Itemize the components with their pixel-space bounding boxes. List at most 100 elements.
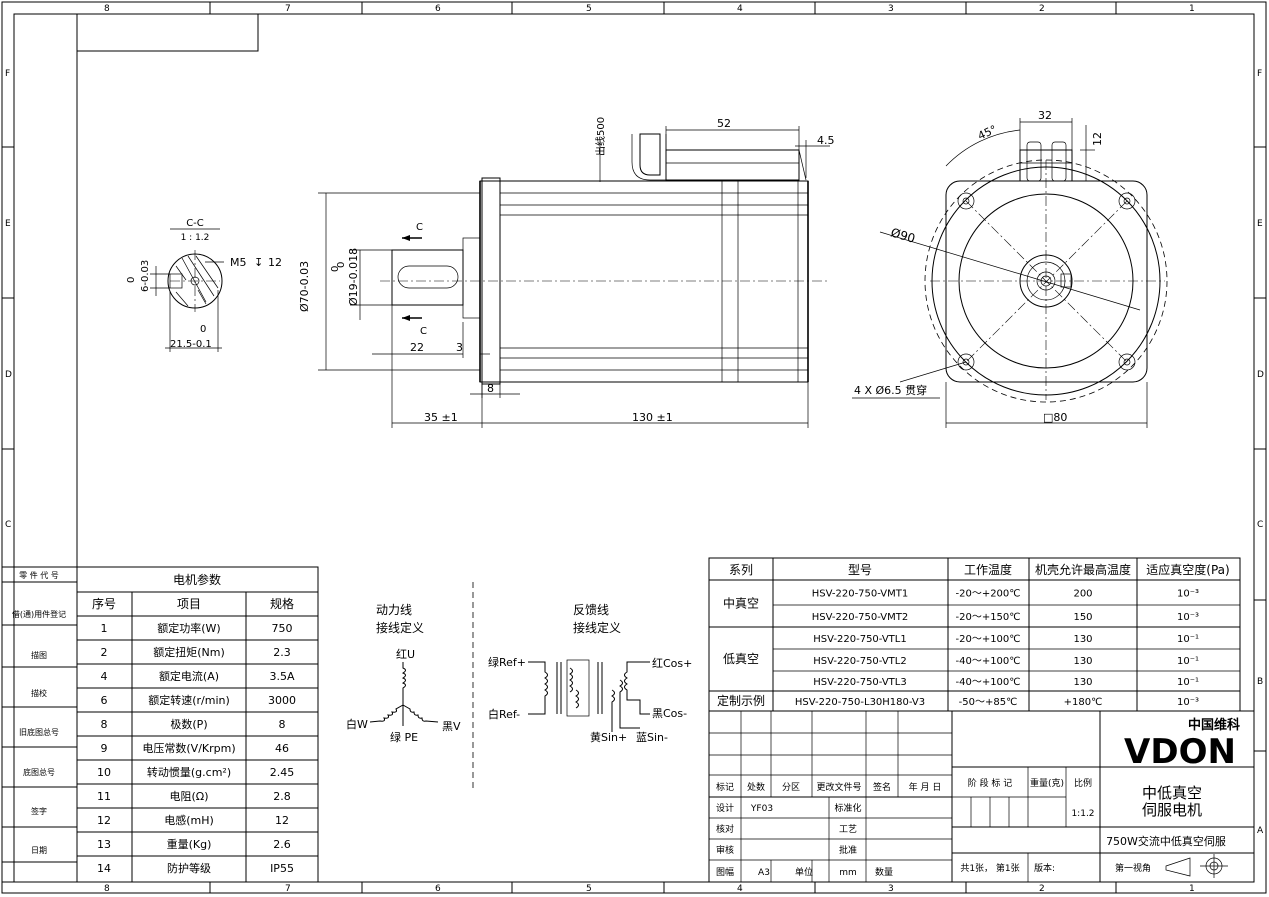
tb-ratio: 比例 — [1074, 777, 1092, 789]
params-cell-spec: 2.6 — [273, 838, 291, 851]
tb-qty-label: 数量 — [875, 866, 893, 878]
dim-4-5: 4.5 — [817, 134, 835, 147]
thread-label: M5 — [230, 256, 247, 269]
model-series-cell: 中真空 — [723, 596, 759, 611]
zone-left-F: F — [5, 69, 10, 79]
tb-stage: 阶 段 标 记 — [968, 777, 1013, 789]
zone-left-C: C — [5, 520, 11, 530]
params-cell-no: 2 — [101, 646, 108, 659]
strip-date: 日期 — [31, 846, 47, 855]
dim-12: 12 — [1091, 132, 1104, 146]
params-header-no: 序号 — [92, 596, 116, 611]
params-cell-spec: 2.3 — [273, 646, 291, 659]
width-tol: 21.5-0.1 — [170, 339, 212, 350]
params-cell-no: 10 — [97, 766, 111, 779]
params-cell-spec: 12 — [275, 814, 289, 827]
section-mark-bottom: C — [420, 326, 427, 337]
power-sub: 接线定义 — [376, 620, 424, 635]
tb-count: 处数 — [747, 781, 765, 793]
model-type-cell: HSV-220-750-VMT1 — [812, 589, 908, 600]
cable-length-label: 出线500 — [594, 117, 607, 156]
wire-sin-minus: 蓝Sin- — [636, 731, 668, 744]
tb-review: 审核 — [716, 844, 734, 856]
model-header-cell: 适应真空度(Pa) — [1146, 562, 1229, 577]
tb-sign: 签名 — [873, 781, 891, 793]
params-cell-item: 额定转速(r/min) — [148, 693, 230, 707]
params-cell-item: 电阻(Ω) — [170, 790, 209, 803]
feedback-sub: 接线定义 — [573, 620, 621, 635]
params-cell-no: 9 — [101, 742, 108, 755]
params-cell-item: 额定电流(A) — [159, 669, 219, 683]
wiring-diagrams: 动力线 接线定义 红U 白W 黑V 绿 PE 反馈线 接线定义 绿Ref+ 白R… — [346, 582, 692, 788]
model-type-cell: HSV-220-750-VMT2 — [812, 612, 908, 623]
dim-52: 52 — [717, 117, 731, 130]
zone-top-6: 6 — [435, 4, 441, 14]
model-header-cell: 型号 — [848, 563, 872, 577]
model-type-cell: HSV-220-750-VTL1 — [813, 634, 906, 645]
zone-bottom-1: 1 — [1189, 884, 1195, 894]
zone-top-4: 4 — [737, 4, 743, 14]
strip-borrow-register: 借(通)用件登记 — [12, 609, 66, 619]
zone-top-2: 2 — [1039, 4, 1045, 14]
zone-bottom-5: 5 — [586, 884, 592, 894]
side-view: 出线500 52 4.5 C C — [298, 117, 835, 428]
zone-right-C: C — [1257, 520, 1263, 530]
params-cell-no: 4 — [101, 670, 108, 683]
wire-w: 白W — [346, 717, 368, 731]
zone-top-7: 7 — [285, 4, 291, 14]
model-table — [708, 557, 1241, 712]
params-cell-spec: 2.45 — [270, 766, 295, 779]
tb-change-doc: 更改文件号 — [816, 781, 861, 793]
params-cell-spec: 46 — [275, 742, 289, 755]
params-cell-item: 极数(P) — [170, 717, 207, 731]
strip-part-code: 零 件 代 号 — [19, 570, 59, 580]
model-header-cell: 工作温度 — [964, 562, 1012, 577]
params-title: 电机参数 — [173, 572, 221, 587]
tb-check: 核对 — [716, 823, 734, 835]
strip-base-no: 底图总号 — [23, 767, 55, 777]
dim-phi70: Ø70-0.03 — [298, 261, 311, 312]
wire-cos-minus: 黑Cos- — [652, 707, 687, 720]
params-cell-no: 1 — [101, 622, 108, 635]
width-tol-top: 0 — [200, 324, 206, 335]
zone-right-F: F — [1257, 69, 1262, 79]
params-cell-spec: IP55 — [270, 862, 294, 875]
tb-unit-label: 单位 — [795, 866, 813, 878]
params-cell-item: 转动惯量(g.cm²) — [147, 765, 231, 779]
tb-unit: mm — [839, 868, 857, 878]
zone-bottom-7: 7 — [285, 884, 291, 894]
model-custom-cell: -50～+85℃ — [959, 697, 1018, 708]
zone-left-E: E — [5, 219, 11, 229]
zone-right-D: D — [1257, 370, 1264, 380]
wire-pe: 绿 PE — [390, 730, 418, 744]
zone-bottom-3: 3 — [888, 884, 894, 894]
model-temp-cell: -20～+100℃ — [955, 634, 1020, 645]
wire-u: 红U — [396, 648, 415, 661]
vdon-logo: 中国维科 VDON — [1124, 717, 1240, 772]
left-record-strip: 零 件 代 号 借(通)用件登记 描图 描校 旧底图总号 底图总号 签字 日期 — [1, 566, 78, 883]
wire-v: 黑V — [442, 720, 461, 733]
tb-design-value: YF03 — [750, 804, 773, 814]
params-header-item: 项目 — [177, 597, 201, 611]
params-cell-spec: 3000 — [268, 694, 296, 707]
tb-product-line2: 伺服电机 — [1142, 801, 1202, 819]
params-cell-no: 11 — [97, 790, 111, 803]
wire-cos-plus: 红Cos+ — [652, 657, 692, 670]
section-view-cc: C-C 1 : 1.2 M5 ↧ 12 0 6-0.03 0 21.5-0.1 — [126, 218, 282, 352]
strip-signature: 签字 — [31, 806, 47, 816]
tb-ratio-value: 1:1.2 — [1071, 809, 1094, 819]
model-header-cell: 机壳允许最高温度 — [1035, 562, 1131, 577]
wire-ref-minus: 白Ref- — [488, 707, 520, 721]
model-header-cell: 系列 — [729, 563, 753, 577]
zone-bottom-8: 8 — [104, 884, 110, 894]
model-type-cell: HSV-220-750-VTL3 — [813, 677, 906, 688]
model-custom-cell: +180℃ — [1064, 697, 1103, 708]
tb-design: 设计 — [716, 802, 734, 814]
wire-ref-plus: 绿Ref+ — [488, 655, 526, 669]
thread-depth: 12 — [268, 256, 282, 269]
zone-top-8: 8 — [104, 4, 110, 14]
tb-product-desc: 750W交流中低真空伺服 — [1106, 834, 1226, 848]
dim-22: 22 — [410, 341, 424, 354]
